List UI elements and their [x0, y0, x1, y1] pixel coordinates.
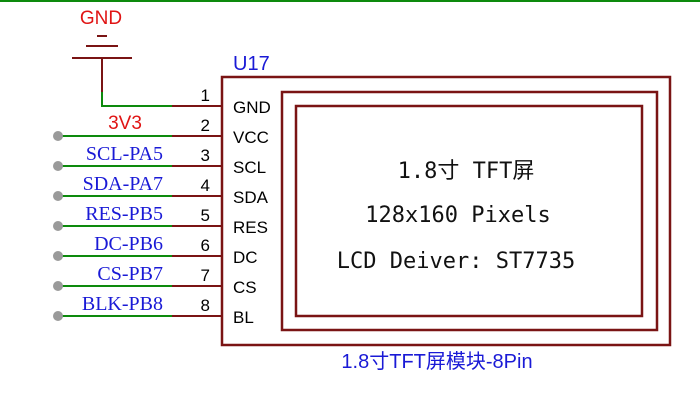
pin-row-4[interactable]: SDA-PA7 4 SDA — [53, 173, 269, 207]
wire-end-dot — [53, 131, 63, 141]
pin-name: BL — [233, 308, 254, 327]
pin-number: 8 — [201, 296, 210, 315]
panel-line-driver: LCD Deiver: ST7735 — [337, 249, 575, 274]
pin-number: 1 — [201, 86, 210, 105]
vcc-net-label: 3V3 — [108, 113, 142, 134]
net-label: BLK-PB8 — [82, 293, 163, 315]
pin-row-1[interactable]: 1 GND — [172, 86, 271, 117]
pin-name: GND — [233, 98, 271, 117]
pin-number: 6 — [201, 236, 210, 255]
component-caption: 1.8寸TFT屏模块-8Pin — [341, 350, 532, 373]
net-label: SCL-PA5 — [86, 143, 163, 165]
pin-name: SDA — [233, 188, 269, 207]
net-label: CS-PB7 — [97, 263, 163, 285]
panel-line-size: 1.8寸 TFT屏 — [398, 159, 535, 184]
pin-row-3[interactable]: SCL-PA5 3 SCL — [53, 143, 266, 177]
net-label: DC-PB6 — [94, 233, 163, 255]
pin-number: 5 — [201, 206, 210, 225]
pin-number: 2 — [201, 116, 210, 135]
wire-end-dot — [53, 191, 63, 201]
net-label: RES-PB5 — [85, 203, 163, 225]
pin-name: RES — [233, 218, 268, 237]
pin-row-5[interactable]: RES-PB5 5 RES — [53, 203, 268, 237]
component-outline — [220, 75, 672, 347]
tft-module-component[interactable]: U17 1.8寸 TFT屏 128x160 Pixels LCD Deiver:… — [220, 53, 672, 373]
pin-number: 4 — [201, 176, 210, 195]
pin-row-8[interactable]: BLK-PB8 8 BL — [53, 293, 254, 327]
wire-end-dot — [53, 221, 63, 231]
pin-row-7[interactable]: CS-PB7 7 CS — [53, 263, 257, 297]
wire-end-dot — [53, 281, 63, 291]
net-label: SDA-PA7 — [83, 173, 163, 195]
panel-line-resolution: 128x160 Pixels — [365, 203, 550, 228]
pin-number: 7 — [201, 266, 210, 285]
gnd-power-symbol: GND — [72, 8, 132, 92]
wire-end-dot — [53, 311, 63, 321]
wire-end-dot — [53, 161, 63, 171]
screen-frame-inner — [294, 104, 644, 318]
pin-name: CS — [233, 278, 257, 297]
screen-frame-outer — [280, 90, 659, 332]
pin-name: SCL — [233, 158, 266, 177]
pin-name: VCC — [233, 128, 269, 147]
gnd-label: GND — [80, 8, 122, 29]
pin-row-6[interactable]: DC-PB6 6 DC — [53, 233, 258, 267]
pin-row-2[interactable]: 2 VCC — [53, 116, 269, 147]
pin-number: 3 — [201, 146, 210, 165]
pin-name: DC — [233, 248, 258, 267]
wire-end-dot — [53, 251, 63, 261]
component-designator: U17 — [233, 53, 270, 75]
